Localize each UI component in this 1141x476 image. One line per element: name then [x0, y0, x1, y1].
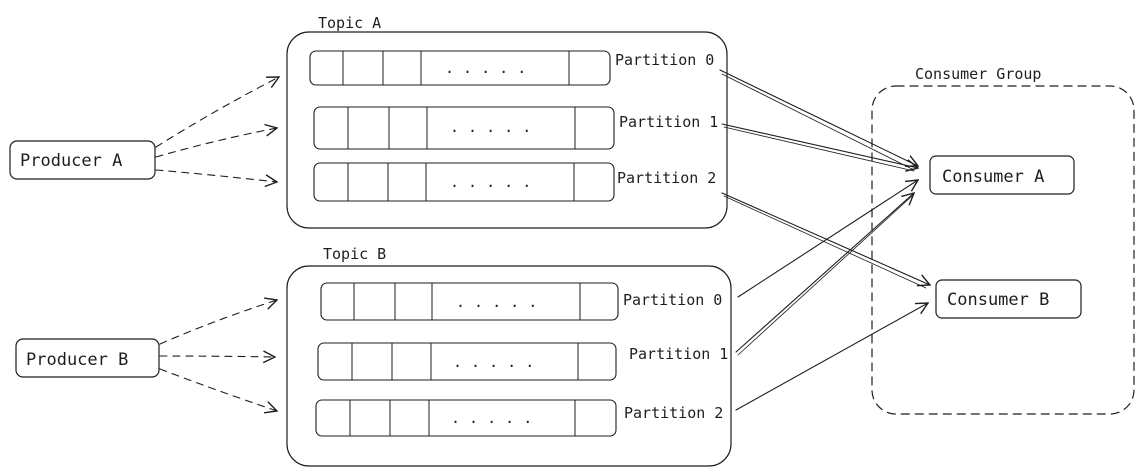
consumer-group-label: Consumer Group	[915, 65, 1041, 83]
topic-b-partition-1-label: Partition 1	[629, 345, 728, 363]
topic-a-partition-0-label: Partition 0	[615, 51, 714, 69]
topic-b-box	[286, 265, 732, 467]
consumer-b-box	[935, 279, 1082, 319]
topic-a-partition-2-label: Partition 2	[617, 169, 716, 187]
topic-b-partition-0-label: Partition 0	[623, 291, 722, 309]
topic-b-partition-0-ellipsis: . . . . .	[456, 293, 537, 311]
topic-a-partition-1-label: Partition 1	[619, 113, 718, 131]
producer-b-box	[15, 338, 160, 378]
topic-a-box	[286, 31, 728, 229]
consumer-a-box	[929, 155, 1075, 195]
consumer-a-label: Consumer A	[942, 167, 1044, 187]
topic-b-partition-1-ellipsis: . . . . .	[453, 353, 534, 371]
topic-b-partition-2-ellipsis: . . . . .	[451, 409, 532, 427]
topic-b-partition-0-queue	[320, 282, 619, 321]
consumer-group-box	[871, 85, 1135, 415]
topic-a-partition-1-ellipsis: . . . . .	[450, 118, 531, 136]
topic-a-label: Topic A	[318, 14, 381, 32]
topic-b-partition-1-queue	[317, 342, 617, 381]
consumer-b-label: Consumer B	[947, 290, 1049, 310]
consumer-arrows	[719, 69, 930, 411]
topic-a-partition-0-ellipsis: . . . . .	[445, 59, 526, 77]
producer-a-label: Producer A	[20, 151, 122, 171]
producer-b-arrows	[159, 300, 277, 411]
producer-a-arrows	[155, 77, 279, 182]
producer-a-box	[9, 140, 156, 180]
topic-b-label: Topic B	[323, 245, 386, 263]
topic-a-partition-2-queue	[313, 162, 615, 202]
topic-a-partition-1-queue	[313, 106, 615, 150]
topic-a-partition-0-queue	[309, 50, 611, 86]
topic-b-partition-2-label: Partition 2	[624, 404, 723, 422]
topic-b-partition-2-queue	[315, 399, 617, 437]
producer-b-label: Producer B	[26, 350, 128, 370]
topic-a-partition-2-ellipsis: . . . . .	[450, 173, 531, 191]
